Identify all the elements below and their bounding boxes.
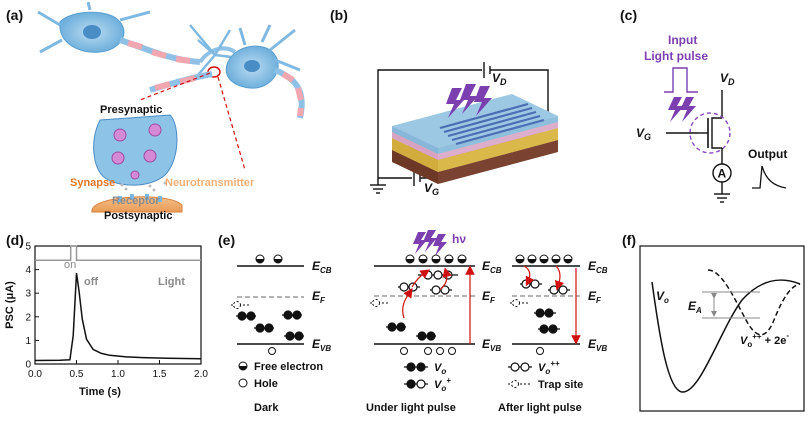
x-tick-label: 1.5 [153, 369, 167, 380]
output-label: Output [748, 147, 787, 161]
light-pulse-line [35, 245, 201, 261]
light-label: Light [158, 276, 185, 288]
panel-e-label: (e) [218, 232, 235, 248]
panel-a-label: (a) [6, 7, 23, 23]
chart-ticks: 0.0 0.5 1.0 1.5 2.0 0 1 2 3 4 5 [25, 242, 208, 381]
trap-site-label: Trap site [538, 379, 583, 391]
panel-c: (c) Input Light pulse VD VG A Output [620, 7, 787, 203]
evb-label-after: EVB [588, 337, 607, 353]
panel-c-label: (c) [620, 7, 637, 23]
light-bolts-c [668, 97, 696, 122]
panel-b-label: (b) [330, 7, 348, 23]
under-caption: Under light pulse [366, 402, 456, 414]
postsynaptic-label: Postsynaptic [104, 210, 172, 222]
on-label: on [64, 259, 76, 271]
hv-label: hν [452, 232, 466, 246]
ef-label-after: EF [588, 289, 602, 305]
free-electron-label: Free electron [254, 361, 323, 373]
band-after-light: ECB EF EVB Vo++ Trap site After light pu… [498, 254, 608, 414]
vd-label-b: VD [492, 71, 507, 87]
panel-a: (a) [6, 1, 305, 222]
light-bolts-e [413, 230, 447, 256]
y-tick-label: 3 [25, 289, 31, 300]
off-label: off [84, 276, 98, 288]
vopp-energy-curve [707, 269, 801, 336]
panel-b: (b) [330, 7, 558, 197]
y-tick-label: 0 [25, 360, 31, 371]
neurotransmitter-label: Neurotransmitter [165, 177, 255, 189]
panel-e: (e) ECB EF EVB Fre [218, 230, 608, 414]
half-electron-dots [255, 254, 283, 264]
x-axis-label: Time (s) [79, 386, 121, 398]
ef-label-dark: EF [312, 289, 326, 305]
hole-label: Hole [254, 378, 278, 390]
after-caption: After light pulse [498, 402, 582, 414]
light-bolts-b [446, 84, 492, 118]
chart-frame [34, 245, 202, 365]
neuron-left [37, 1, 201, 65]
vo-label-f: Vo [656, 289, 669, 305]
ecb-label-dark: ECB [312, 259, 332, 275]
vo-energy-curve [651, 279, 801, 393]
receptor-label: Receptor [112, 195, 160, 207]
panel-f-label: (f) [622, 232, 636, 248]
panel-f: (f) Vo EA Vo++ + 2e- [622, 232, 805, 412]
dark-caption: Dark [254, 402, 279, 414]
y-tick-label: 2 [25, 312, 31, 323]
vo-legend: Vo [434, 362, 446, 376]
x-tick-label: 1.0 [111, 369, 125, 380]
evb-label-dark: EVB [312, 337, 331, 353]
ecb-label-under: ECB [482, 259, 502, 275]
y-tick-label: 5 [25, 242, 31, 253]
y-tick-label: 4 [25, 265, 31, 276]
neuron-middle [149, 24, 241, 93]
vg-label-c: VG [636, 126, 651, 142]
synapse-label: Synapse [70, 177, 115, 189]
vo-plus-legend: Vo+ [434, 376, 451, 393]
x-tick-label: 0.5 [70, 369, 84, 380]
evb-label-under: EVB [482, 337, 501, 353]
output-pulse-icon [752, 165, 787, 189]
transistor-device [392, 94, 558, 184]
vg-label-b: VG [424, 181, 439, 197]
vopp-legend: Vo++ [538, 359, 560, 376]
energy-diagram-frame [639, 245, 805, 412]
presynaptic-terminal [93, 114, 178, 186]
ea-label: EA [688, 299, 702, 315]
neuron-right [225, 24, 305, 119]
input-label-1: Input [668, 33, 697, 47]
input-label-2: Light pulse [644, 49, 708, 63]
postsynaptic-membrane [91, 194, 183, 213]
input-pulse-icon [664, 67, 698, 93]
presynaptic-label: Presynaptic [100, 104, 162, 116]
y-tick-label: 1 [25, 336, 31, 347]
panel-d-label: (d) [6, 232, 24, 248]
band-dark: ECB EF EVB Free electron Hole Dark [231, 254, 332, 414]
band-under-light: hν [366, 230, 502, 414]
y-axis-label: PSC (μA) [4, 281, 16, 329]
vd-label-c: VD [720, 71, 735, 87]
psc-series-line [34, 272, 202, 362]
ecb-label-after: ECB [588, 259, 608, 275]
neurotransmitter-dots [120, 181, 167, 192]
ef-label-under: EF [482, 289, 496, 305]
x-tick-label: 2.0 [194, 369, 208, 380]
ammeter-label: A [718, 167, 727, 181]
panel-d: (d) 0.0 0.5 1.0 1.5 2.0 0 1 2 3 4 5 on off Light T… [4, 232, 208, 398]
vopp-label-f: Vo++ + 2e- [740, 331, 789, 349]
x-tick-label: 0.0 [28, 369, 42, 380]
